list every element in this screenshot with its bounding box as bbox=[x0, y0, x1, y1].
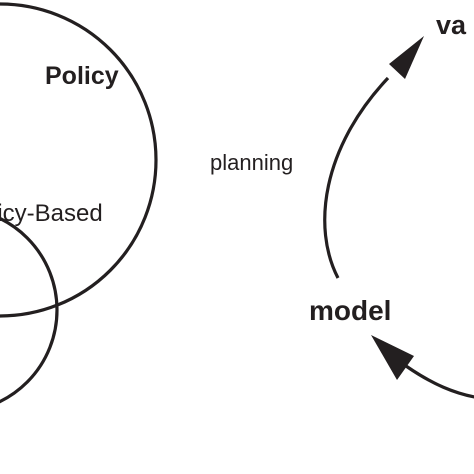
model-label: model bbox=[309, 295, 391, 326]
planning-arc bbox=[323, 76, 390, 279]
policy-based-label: licy-Based bbox=[0, 200, 103, 227]
model-learning-arc bbox=[405, 364, 474, 399]
policy-label: Policy bbox=[45, 62, 119, 90]
value-label: va bbox=[436, 10, 467, 40]
lower-set-circle bbox=[0, 216, 59, 404]
policy-set-circle bbox=[0, 2, 158, 318]
venn-diagram: Policy licy-Based bbox=[0, 2, 158, 404]
planning-label: planning bbox=[210, 150, 293, 175]
learning-cycle: va planning model bbox=[210, 10, 474, 399]
planning-arrowhead bbox=[389, 36, 424, 79]
model-learning-arrowhead bbox=[371, 335, 414, 380]
